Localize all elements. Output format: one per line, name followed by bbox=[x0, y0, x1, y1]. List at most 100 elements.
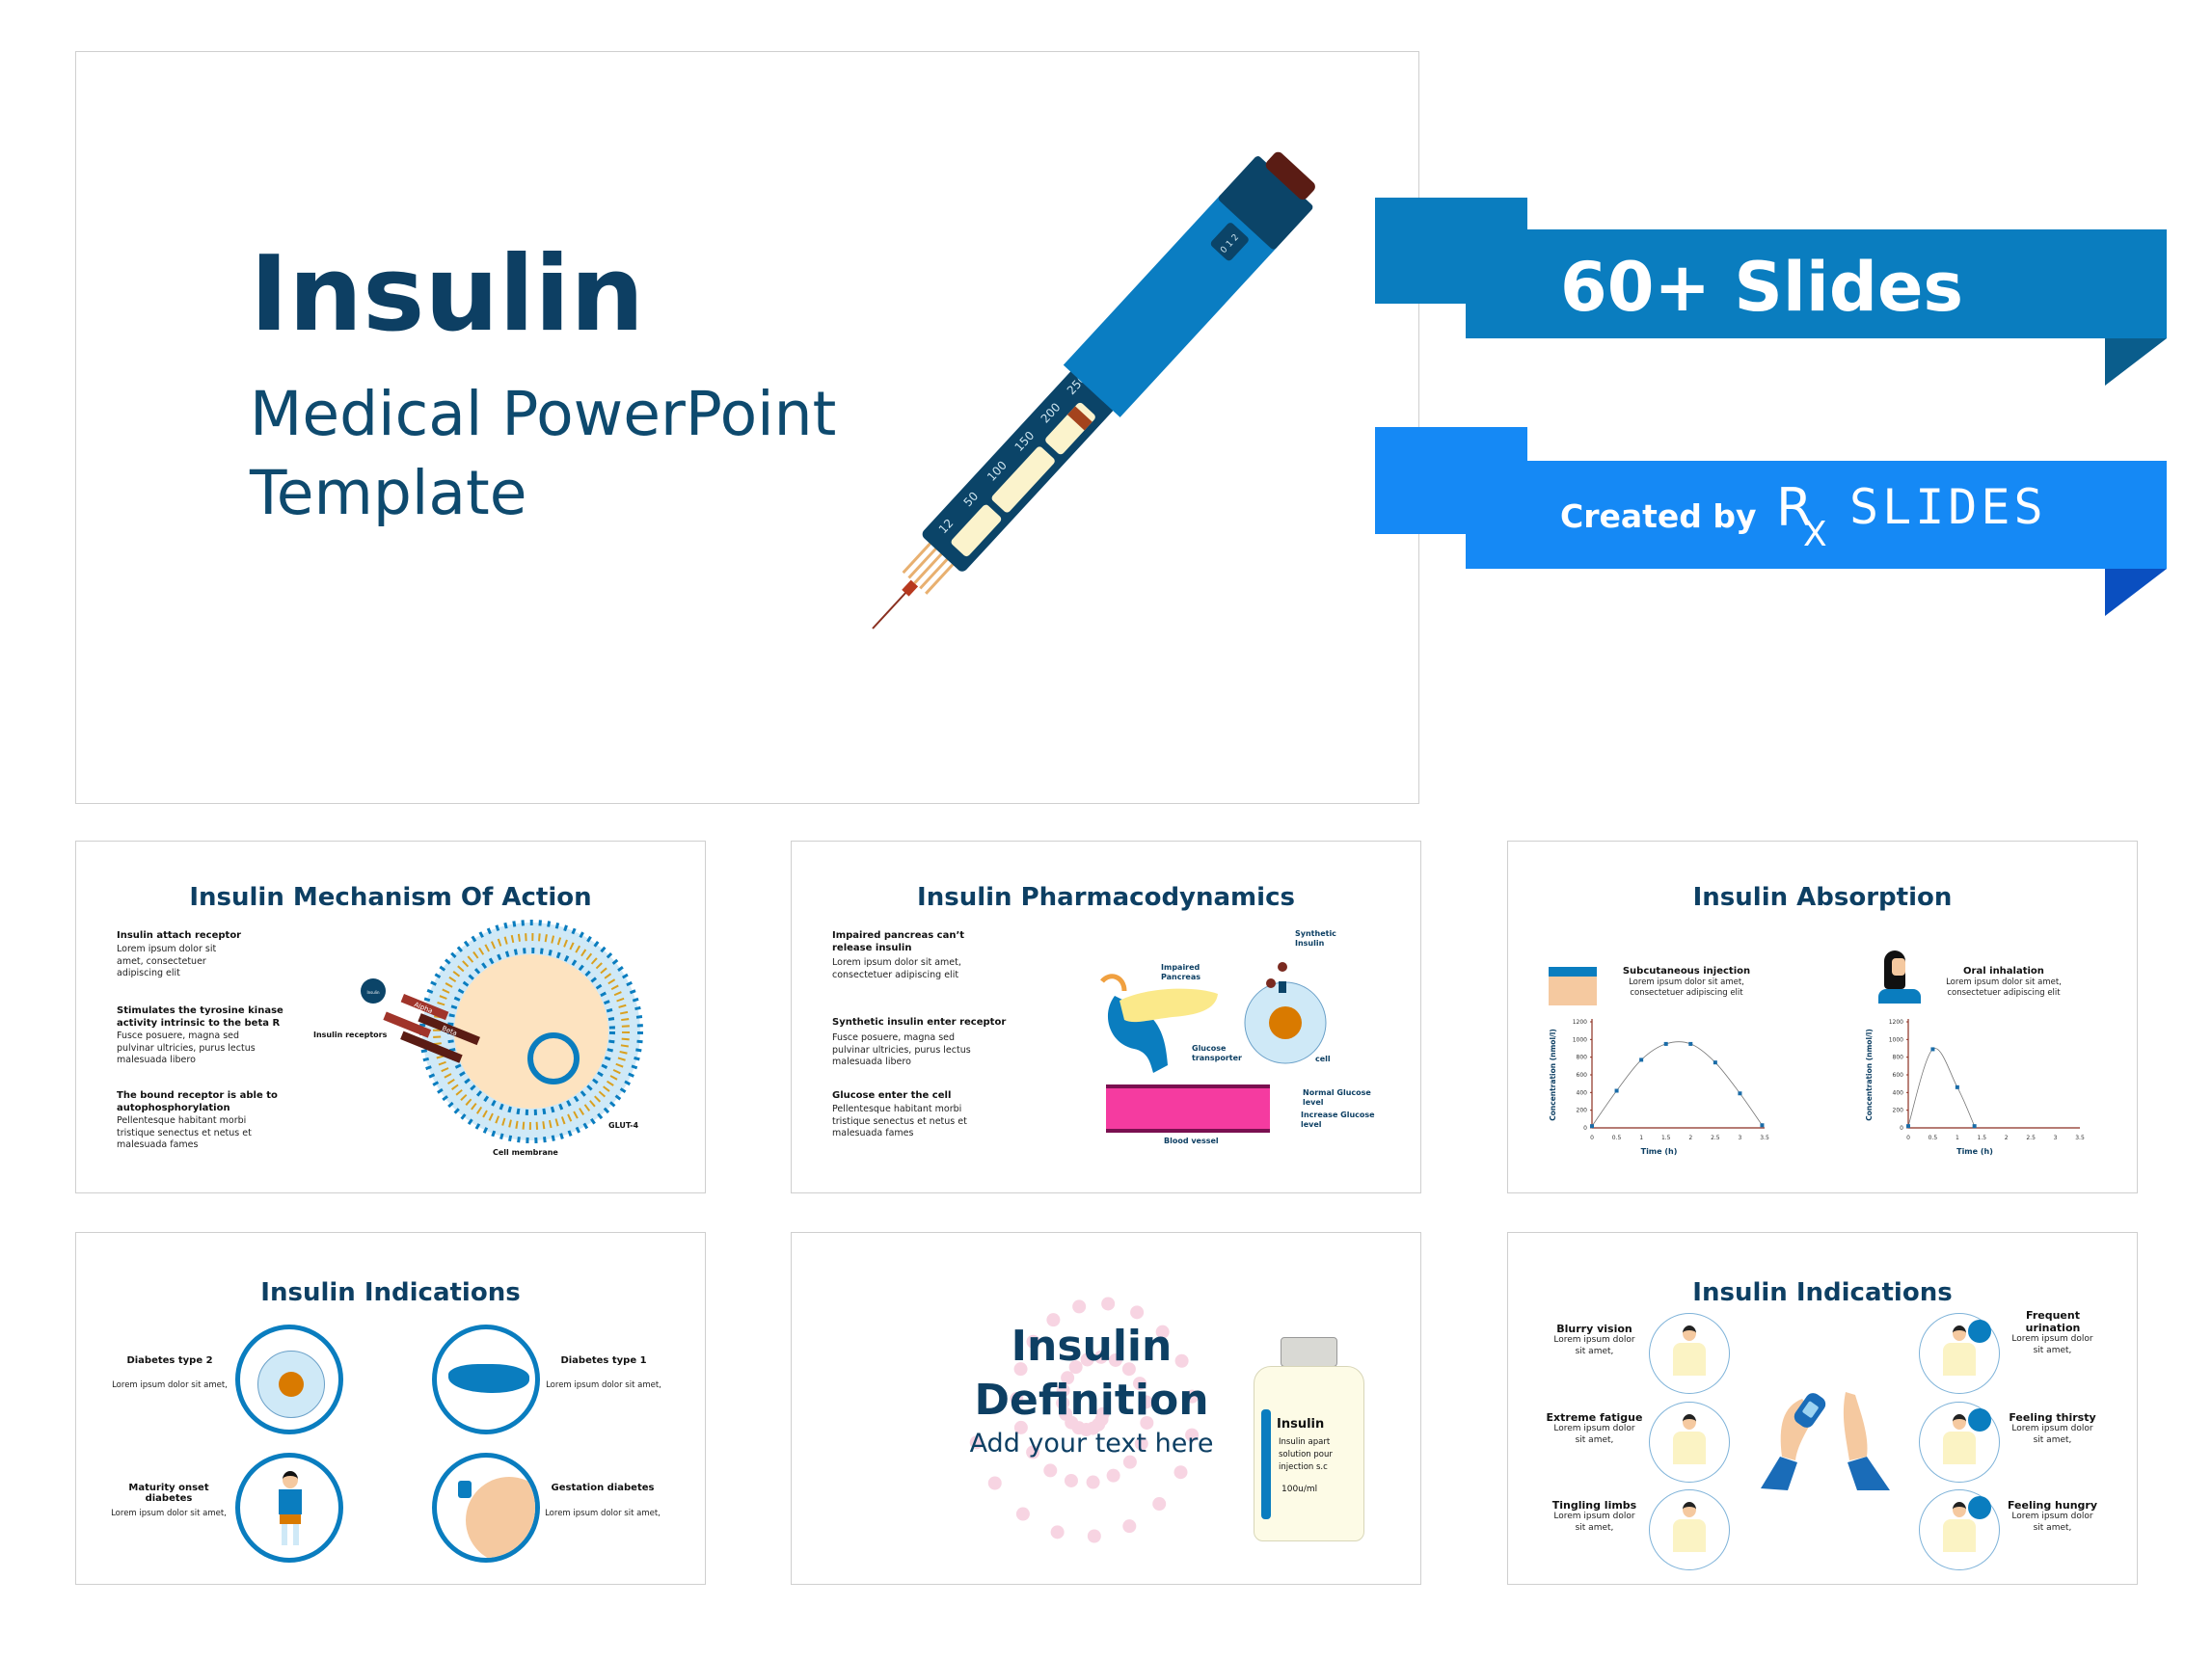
bottle-name: Insulin bbox=[1277, 1417, 1325, 1432]
normal-glucose-label: Normal Glucose level bbox=[1303, 1088, 1371, 1107]
spiral-dot bbox=[1152, 1497, 1167, 1512]
spiral-dot bbox=[1026, 1445, 1040, 1459]
x-tick-label: 3 bbox=[1739, 1135, 1742, 1141]
x-axis-label: Time (h) bbox=[1956, 1147, 1993, 1156]
symptom-heading: Frequent urination bbox=[2025, 1309, 2081, 1334]
x-tick-label: 3.5 bbox=[1760, 1135, 1769, 1141]
item-heading: Subcutaneous injection bbox=[1622, 966, 1751, 977]
item-body: Fusce posuere, magna sed pulvinar ultric… bbox=[117, 1031, 256, 1065]
thumbnail-definition[interactable]: Insulin Definition Add your text here In… bbox=[791, 1232, 1421, 1585]
data-point bbox=[1614, 1088, 1619, 1093]
spiral-dot bbox=[1108, 1352, 1122, 1367]
spiral-dot bbox=[1130, 1305, 1145, 1320]
item-body: Lorem ipsum dolor sit amet, consectetuer… bbox=[832, 957, 961, 980]
definition-title: Insulin Definition bbox=[947, 1320, 1236, 1428]
bottle-cap bbox=[1281, 1337, 1337, 1367]
spiral-dot bbox=[1140, 1415, 1154, 1430]
x-tick-label: 2.5 bbox=[2026, 1135, 2036, 1141]
symptom-heading: Feeling thirsty bbox=[2009, 1411, 2096, 1424]
symptom-heading: Feeling hungry bbox=[2007, 1499, 2098, 1512]
y-tick-label: 400 bbox=[1577, 1089, 1588, 1096]
banner-created-by: Created by R X SLIDES bbox=[1375, 427, 2167, 616]
glut4-label: GLUT-4 bbox=[608, 1121, 639, 1130]
thumb-title: Insulin Mechanism Of Action bbox=[189, 883, 592, 912]
spiral-dot bbox=[1080, 1352, 1094, 1367]
hero-title: Insulin bbox=[250, 234, 645, 355]
series-line bbox=[1907, 1048, 1976, 1127]
data-point bbox=[1663, 1041, 1668, 1046]
data-point bbox=[1906, 1124, 1910, 1129]
spiral-dot bbox=[1046, 1313, 1061, 1327]
child-icon bbox=[235, 1453, 343, 1563]
x-tick-label: 0.5 bbox=[1612, 1135, 1622, 1141]
insulin-bottle: Insulin Insulin apart solution pour inje… bbox=[1254, 1366, 1364, 1541]
x-tick-label: 3.5 bbox=[2075, 1135, 2085, 1141]
y-tick-label: 600 bbox=[1893, 1072, 1904, 1079]
item-heading: Maturity onset diabetes bbox=[128, 1483, 209, 1504]
x-tick-label: 0.5 bbox=[1929, 1135, 1938, 1141]
item-body: Lorem ipsum dolor sit amet, consectetuer… bbox=[1946, 977, 2062, 998]
molecule-spiral-decoration bbox=[969, 1297, 1200, 1543]
x-tick-label: 1.5 bbox=[1978, 1135, 1987, 1141]
x-tick-label: 1 bbox=[1639, 1135, 1643, 1141]
insulin-molecule-label: Insulin bbox=[366, 990, 380, 995]
thumbnail-indications-diabetes[interactable]: Insulin Indications Diabetes type 2 Lore… bbox=[75, 1232, 706, 1585]
created-by-text: Created by bbox=[1560, 497, 1757, 535]
rx-slides-logo: R X SLIDES bbox=[1776, 477, 2043, 554]
spiral-dot bbox=[1086, 1475, 1100, 1489]
thumb-title: Insulin Indications bbox=[260, 1278, 521, 1307]
y-tick-label: 1200 bbox=[1573, 1019, 1587, 1026]
spiral-dot bbox=[1026, 1334, 1040, 1349]
hero-subtitle-line2: Template bbox=[250, 458, 527, 528]
x-tick-label: 2.5 bbox=[1711, 1135, 1720, 1141]
y-tick-label: 200 bbox=[1577, 1108, 1588, 1114]
thumbnail-absorption[interactable]: Insulin Absorption Subcutaneous injectio… bbox=[1507, 841, 2138, 1193]
y-axis-label: Concentration (nmol/l) bbox=[1865, 1029, 1874, 1121]
spiral-dot bbox=[1132, 1377, 1146, 1391]
banners: 60+ Slides Created by R X SLIDES bbox=[1375, 198, 2167, 616]
thumbnail-pharmacodynamics[interactable]: Insulin Pharmacodynamics Impaired pancre… bbox=[791, 841, 1421, 1193]
bottle-dose: 100u/ml bbox=[1281, 1485, 1318, 1494]
spiral-dot bbox=[1185, 1428, 1200, 1442]
spiral-dot bbox=[1050, 1525, 1065, 1540]
thumb-title: Insulin Indications bbox=[1692, 1278, 1953, 1307]
symptom-person-icon bbox=[1919, 1313, 2000, 1394]
y-tick-label: 0 bbox=[1583, 1125, 1587, 1132]
spiral-dot bbox=[1056, 1396, 1070, 1410]
item-body: Fusce posuere, magna sed pulvinar ultric… bbox=[832, 1032, 971, 1067]
injection-icon bbox=[1549, 967, 1597, 1005]
symptom-body: Lorem ipsum dolor sit amet, bbox=[1553, 1335, 1635, 1356]
symptom-person-icon bbox=[1649, 1402, 1730, 1483]
y-tick-label: 800 bbox=[1893, 1055, 1904, 1061]
y-tick-label: 400 bbox=[1893, 1089, 1904, 1096]
spiral-dot bbox=[1010, 1392, 1024, 1406]
pregnancy-glucometer-icon bbox=[432, 1453, 540, 1563]
thumbnail-mechanism-of-action[interactable]: Insulin Mechanism Of Action Insulin atta… bbox=[75, 841, 706, 1193]
spiral-dot bbox=[987, 1476, 1002, 1490]
cell-membrane-diagram: Insulin Alpha Beta bbox=[361, 920, 643, 1143]
spiral-dot bbox=[1121, 1362, 1136, 1377]
definition-title-line1: Insulin bbox=[1011, 1322, 1173, 1371]
item-heading: Diabetes type 1 bbox=[560, 1355, 647, 1366]
hero-slide[interactable]: Insulin Medical PowerPoint Template 12 5… bbox=[75, 51, 1419, 804]
cell-icon bbox=[235, 1325, 343, 1434]
item-heading: Synthetic insulin enter receptor bbox=[832, 1017, 1007, 1028]
item-body: Lorem ipsum dolor sit amet, bbox=[111, 1509, 227, 1518]
synthetic-insulin-label: Synthetic Insulin bbox=[1295, 929, 1336, 948]
item-heading: Stimulates the tyrosine kinase activity … bbox=[117, 1005, 283, 1029]
spiral-dot bbox=[1185, 1389, 1200, 1404]
spiral-dot bbox=[1139, 1395, 1153, 1409]
spiral-dot bbox=[1056, 1383, 1070, 1398]
slides-count-text: 60+ Slides bbox=[1560, 248, 1963, 327]
banner-slides-count: 60+ Slides bbox=[1375, 198, 2167, 386]
data-point bbox=[1713, 1060, 1717, 1065]
data-point bbox=[1760, 1123, 1765, 1128]
cell-membrane-label: Cell membrane bbox=[493, 1148, 558, 1157]
x-axis-label: Time (h) bbox=[1641, 1147, 1678, 1156]
data-point bbox=[1930, 1047, 1935, 1052]
x-tick-label: 2 bbox=[2005, 1135, 2009, 1141]
bottle-description: Insulin apart solution pour injection s.… bbox=[1279, 1437, 1333, 1472]
item-heading: Oral inhalation bbox=[1963, 966, 2044, 977]
